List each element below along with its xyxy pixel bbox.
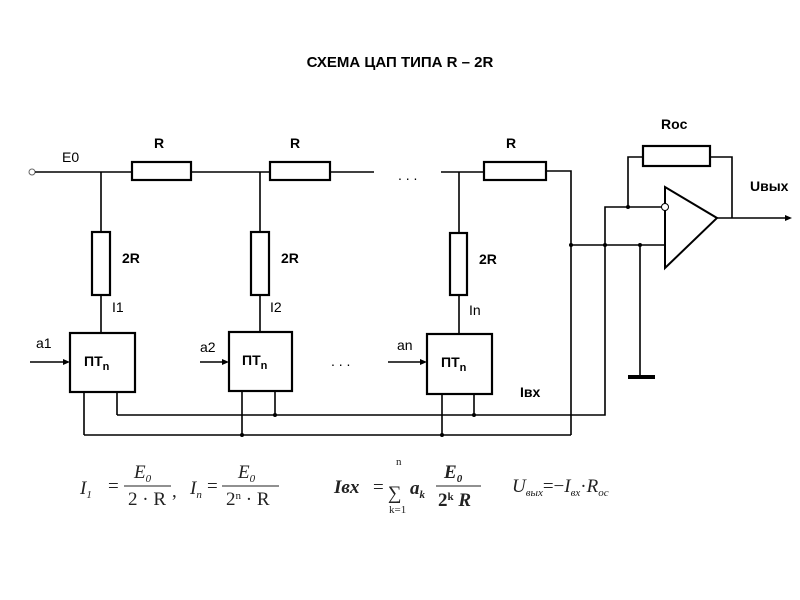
- a1-label: a1: [36, 335, 52, 351]
- resistor-rn: [482, 160, 548, 182]
- roc-label: Roc: [661, 116, 688, 132]
- svg-text:In: In: [189, 478, 202, 501]
- top-bus: [35, 170, 665, 435]
- formula-uvyx: Uвых=−Iвх·Rос: [512, 476, 609, 499]
- svg-text:2k R: 2k R: [438, 490, 471, 511]
- svg-text:E0: E0: [443, 462, 463, 485]
- r2-label-1: 2R: [122, 250, 140, 266]
- i2-label: I2: [270, 299, 282, 315]
- svg-text:k=1: k=1: [389, 504, 406, 516]
- svg-text:Iвх: Iвх: [333, 477, 360, 498]
- switch-box-2: [227, 330, 294, 393]
- resistor-roc: [641, 144, 712, 168]
- a2-label: a2: [200, 339, 216, 355]
- svg-text:Uвых=−Iвх·Rос: Uвых=−Iвх·Rос: [512, 476, 609, 499]
- svg-text:ak: ak: [410, 478, 426, 501]
- e0-label: E0: [62, 149, 79, 165]
- switch-box-n: [425, 332, 494, 396]
- switch-box-1: [68, 331, 137, 394]
- branch-1: [30, 172, 137, 435]
- op-amp: [627, 144, 792, 379]
- svg-text:2 · R: 2 · R: [128, 489, 166, 510]
- r-label-n: R: [506, 135, 516, 151]
- resistor-r1: [130, 160, 193, 182]
- r-label-2: R: [290, 135, 300, 151]
- bottom-buses: [84, 205, 665, 437]
- resistor-2r-n: [448, 231, 469, 297]
- svg-text:=: =: [373, 477, 384, 498]
- in-label: In: [469, 302, 481, 318]
- an-label: an: [397, 337, 413, 353]
- ellipsis-top: . . .: [398, 167, 417, 183]
- svg-text:=: =: [207, 476, 218, 497]
- svg-text:,: ,: [172, 481, 177, 502]
- formula-ivx: Iвх = ∑ n k=1 ak E0 2k R: [333, 456, 481, 516]
- i1-label: I1: [112, 299, 124, 315]
- formula-i1: I1 = E0 2 · R ,: [79, 462, 177, 510]
- svg-text:n: n: [396, 456, 402, 468]
- switch-label-1: ПТn: [84, 353, 110, 373]
- resistor-r2: [268, 160, 332, 182]
- switch-label-n: ПТn: [441, 354, 467, 374]
- switch-label-2: ПТn: [242, 352, 268, 372]
- output-arrow-icon: [785, 215, 792, 221]
- svg-text:E0: E0: [237, 462, 256, 485]
- branch-n: [388, 172, 494, 435]
- formula-in: In = E0 2n · R: [189, 462, 279, 510]
- svg-text:∑: ∑: [388, 483, 402, 504]
- svg-text:2n · R: 2n · R: [226, 489, 270, 510]
- resistor-2r-1: [90, 230, 112, 297]
- uvyx-label: Uвых: [750, 178, 789, 194]
- svg-text:I1: I1: [79, 478, 92, 501]
- r2-label-n: 2R: [479, 251, 497, 267]
- input-terminal: [28, 168, 36, 176]
- ivx-label: Iвх: [520, 384, 540, 400]
- ellipsis-middle: . . .: [331, 353, 350, 369]
- diagram-title: СХЕМА ЦАП ТИПА R – 2R: [307, 54, 494, 71]
- branch-2: [200, 172, 294, 435]
- svg-text:=: =: [108, 476, 119, 497]
- svg-text:E0: E0: [133, 462, 152, 485]
- r-label-1: R: [154, 135, 164, 151]
- r2-label-2: 2R: [281, 250, 299, 266]
- resistor-2r-2: [249, 230, 271, 297]
